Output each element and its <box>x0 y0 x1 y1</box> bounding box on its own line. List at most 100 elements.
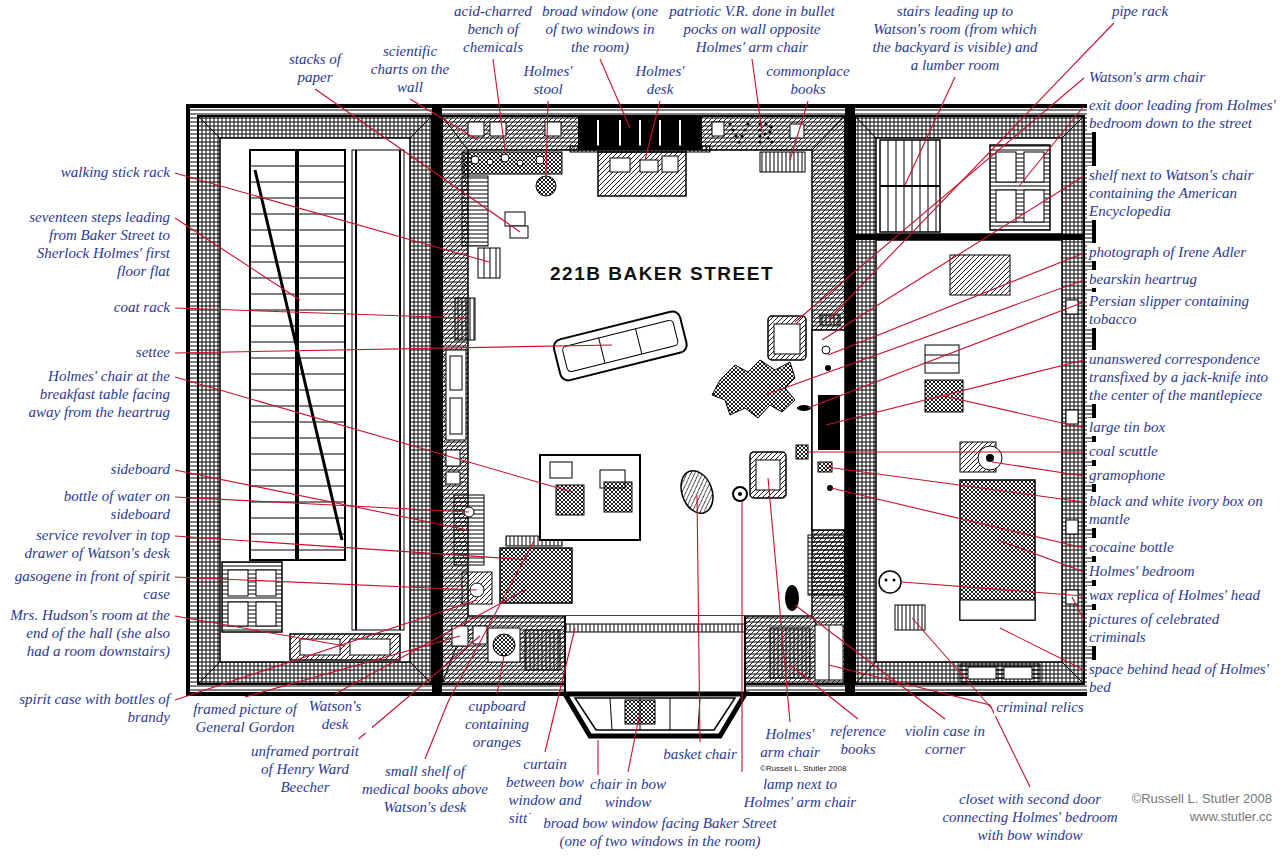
leader-line <box>912 618 991 708</box>
leader-line <box>175 616 345 646</box>
callout-label: Holmes' arm chair <box>753 725 827 761</box>
leader-line <box>905 77 955 185</box>
upper-stairs <box>996 152 1016 182</box>
leader-line <box>175 345 612 353</box>
armchairs <box>768 316 806 360</box>
building-walls <box>198 116 432 684</box>
bullet-pocks <box>768 130 771 133</box>
callout-label: stacks of paper <box>273 50 357 86</box>
leader-line <box>741 501 742 772</box>
holmes-desk <box>598 152 686 196</box>
armchairs <box>756 460 780 490</box>
callout-label: coat rack <box>112 298 172 316</box>
hall-doors <box>350 639 390 655</box>
callout-label: sideboard <box>109 460 172 478</box>
hall-doors <box>256 570 276 596</box>
leader-line <box>998 540 1084 572</box>
leader-line <box>493 59 505 150</box>
wall-pictures <box>712 122 724 136</box>
leader-line <box>175 536 530 560</box>
building-walls <box>876 138 1062 234</box>
building-walls <box>188 106 1094 694</box>
callout-label: unanswered correspondence transfixed by … <box>1087 350 1279 404</box>
bow-window <box>565 624 745 632</box>
leader-line <box>790 101 808 160</box>
chemical-bench <box>536 156 544 164</box>
callout-label: shelf next to Watson's chair containing … <box>1087 166 1279 220</box>
mantlepiece <box>812 330 845 530</box>
leader-line <box>902 582 1084 596</box>
bedroom-furniture <box>950 255 1010 295</box>
callout-label: exit door leading from Holmes' bedroom d… <box>1087 96 1279 132</box>
bedroom-furniture <box>925 345 959 373</box>
leader-line <box>765 280 1084 395</box>
callout-label: gramophone <box>1087 466 1167 484</box>
hall-doors <box>222 562 400 660</box>
bullet-pocks <box>731 128 734 131</box>
leader-line <box>1020 106 1084 185</box>
left-wall-furniture <box>446 350 466 440</box>
bedroom-furniture <box>978 446 1002 470</box>
leader-line <box>828 253 1084 355</box>
mantlepiece <box>820 315 840 325</box>
bullet-pocks <box>764 122 767 125</box>
hall-doors <box>228 570 248 596</box>
callout-label: Persian slipper containing tobacco <box>1087 292 1279 328</box>
staircase <box>255 170 342 540</box>
callout-label: Holmes' bedroom <box>1087 562 1197 580</box>
armchairs <box>675 316 806 518</box>
left-wall-furniture <box>450 356 462 390</box>
mantlepiece <box>829 625 830 680</box>
holmes-desk <box>760 152 805 172</box>
callout-label: black and white ivory box on mantle <box>1087 492 1279 528</box>
leader-line <box>1000 628 1084 670</box>
building-walls <box>188 106 1094 694</box>
website-note: www.stutler.cc <box>1188 808 1274 826</box>
bedroom-furniture <box>895 605 925 630</box>
leader-line <box>795 78 1084 322</box>
bullet-pocks <box>728 122 773 143</box>
callout-label: chair in bow window <box>584 775 673 811</box>
callout-label: service revolver in top drawer of Watson… <box>3 526 172 562</box>
chemical-bench <box>517 160 523 166</box>
callout-label: Watson's arm chair <box>1087 68 1207 86</box>
bedroom-furniture <box>968 667 996 679</box>
diagram-title: 221B BAKER STREET <box>546 262 778 286</box>
mantlepiece <box>822 346 830 354</box>
holmes-desk <box>662 156 678 172</box>
staircase <box>356 150 400 630</box>
leader-line <box>826 360 1084 425</box>
breakfast-table <box>550 462 572 478</box>
leader-line <box>944 396 1084 428</box>
upper-stairs <box>880 185 940 187</box>
leader-line <box>175 577 477 590</box>
bedroom-furniture <box>879 255 1040 682</box>
bow-window <box>565 616 745 694</box>
building-walls <box>876 240 1062 662</box>
callout-label: space behind head of Holmes' bed <box>1087 660 1279 696</box>
bow-window <box>575 698 735 730</box>
bullet-pocks <box>737 140 740 143</box>
mantlepiece <box>825 365 831 371</box>
leader-line <box>768 478 790 722</box>
callout-label: basket chair <box>661 745 739 763</box>
wall-pictures <box>446 122 1078 646</box>
leader-line <box>175 218 300 300</box>
callout-label: spirit case with bottles of brandy <box>3 690 172 726</box>
bullet-pocks <box>728 122 731 125</box>
left-wall-furniture <box>455 298 475 340</box>
callout-label: unframed portrait of Henry Ward Beecher <box>246 742 365 796</box>
leader-line <box>175 470 468 530</box>
leader-line <box>175 308 465 318</box>
callout-label: commonplace books <box>759 62 858 98</box>
callout-label: seventeen steps leading from Baker Stree… <box>3 208 172 280</box>
bow-window <box>610 698 700 730</box>
upper-stairs <box>996 190 1016 222</box>
leader-line <box>795 605 945 719</box>
wall-pictures <box>446 472 460 484</box>
leader-line <box>992 462 1084 476</box>
upper-stairs <box>990 145 1050 230</box>
left-wall-furniture <box>484 248 496 278</box>
upper-stairs <box>1024 190 1044 222</box>
